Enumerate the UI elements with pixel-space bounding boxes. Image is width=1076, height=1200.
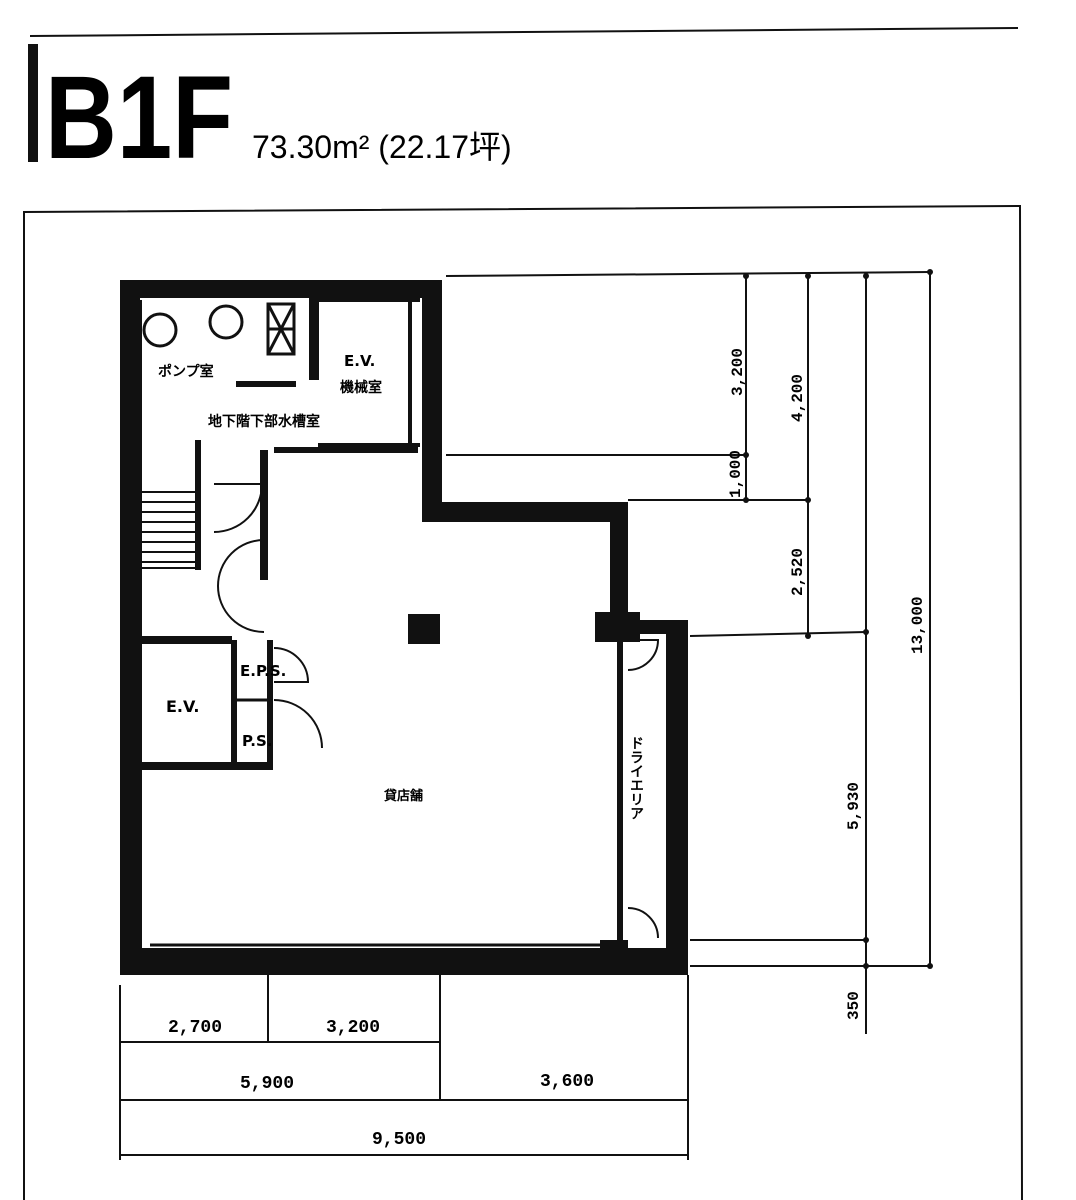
header-rule	[29, 27, 1019, 37]
pump-circle-icon	[208, 304, 244, 340]
door-swing-icon	[213, 483, 264, 533]
dim-bottom-1: 2,700	[168, 1018, 222, 1038]
door-swing-icon	[627, 907, 659, 939]
room-label-ev: E.V.	[166, 697, 199, 716]
dim-right-5: 5,930	[845, 782, 863, 830]
room-label-ev-machine-1: E.V.	[344, 352, 375, 370]
stairs	[139, 491, 197, 569]
pump-equipment	[142, 302, 296, 356]
column	[408, 614, 440, 644]
dim-bottom-4: 3,600	[540, 1072, 594, 1092]
exterior-walls	[120, 280, 688, 975]
floor-label: B1F	[45, 52, 233, 184]
room-label-eps: E.P.S.	[240, 662, 286, 680]
plan-frame	[23, 204, 1023, 1200]
dim-right-6: 13,000	[909, 596, 927, 654]
dim-right-1: 3,200	[729, 348, 747, 396]
pump-circle-icon	[142, 312, 178, 348]
right-dimensions	[445, 271, 932, 1034]
room-label-store: 貸店舗	[384, 788, 423, 804]
door-swing-icon	[624, 639, 660, 671]
header-bar	[28, 44, 38, 162]
room-label-ev-machine-2: 機械室	[340, 379, 382, 396]
dim-bottom-3: 5,900	[240, 1074, 294, 1094]
interior-walls	[138, 298, 623, 948]
dim-right-2: 1,000	[727, 450, 745, 498]
room-label-ps: P.S.	[242, 732, 272, 750]
room-label-pump: ポンプ室	[158, 363, 214, 380]
door-swing-icon	[273, 647, 310, 683]
doors	[213, 483, 660, 939]
dim-right-4: 2,520	[789, 548, 807, 596]
dim-bottom-total: 9,500	[372, 1130, 426, 1150]
room-label-dry-area: ドライエリア	[628, 736, 644, 820]
bottom-dimensions	[119, 975, 689, 1160]
dim-right-3: 4,200	[789, 374, 807, 422]
dimension-tick-marks	[743, 269, 933, 969]
door-swing-icon	[217, 539, 265, 633]
door-swing-icon	[273, 699, 323, 749]
area-label: 73.30m² (22.17坪)	[252, 129, 512, 165]
room-label-water-tank: 地下階下部水槽室	[208, 413, 320, 430]
dim-right-7: 350	[845, 991, 863, 1020]
dim-bottom-2: 3,200	[326, 1018, 380, 1038]
